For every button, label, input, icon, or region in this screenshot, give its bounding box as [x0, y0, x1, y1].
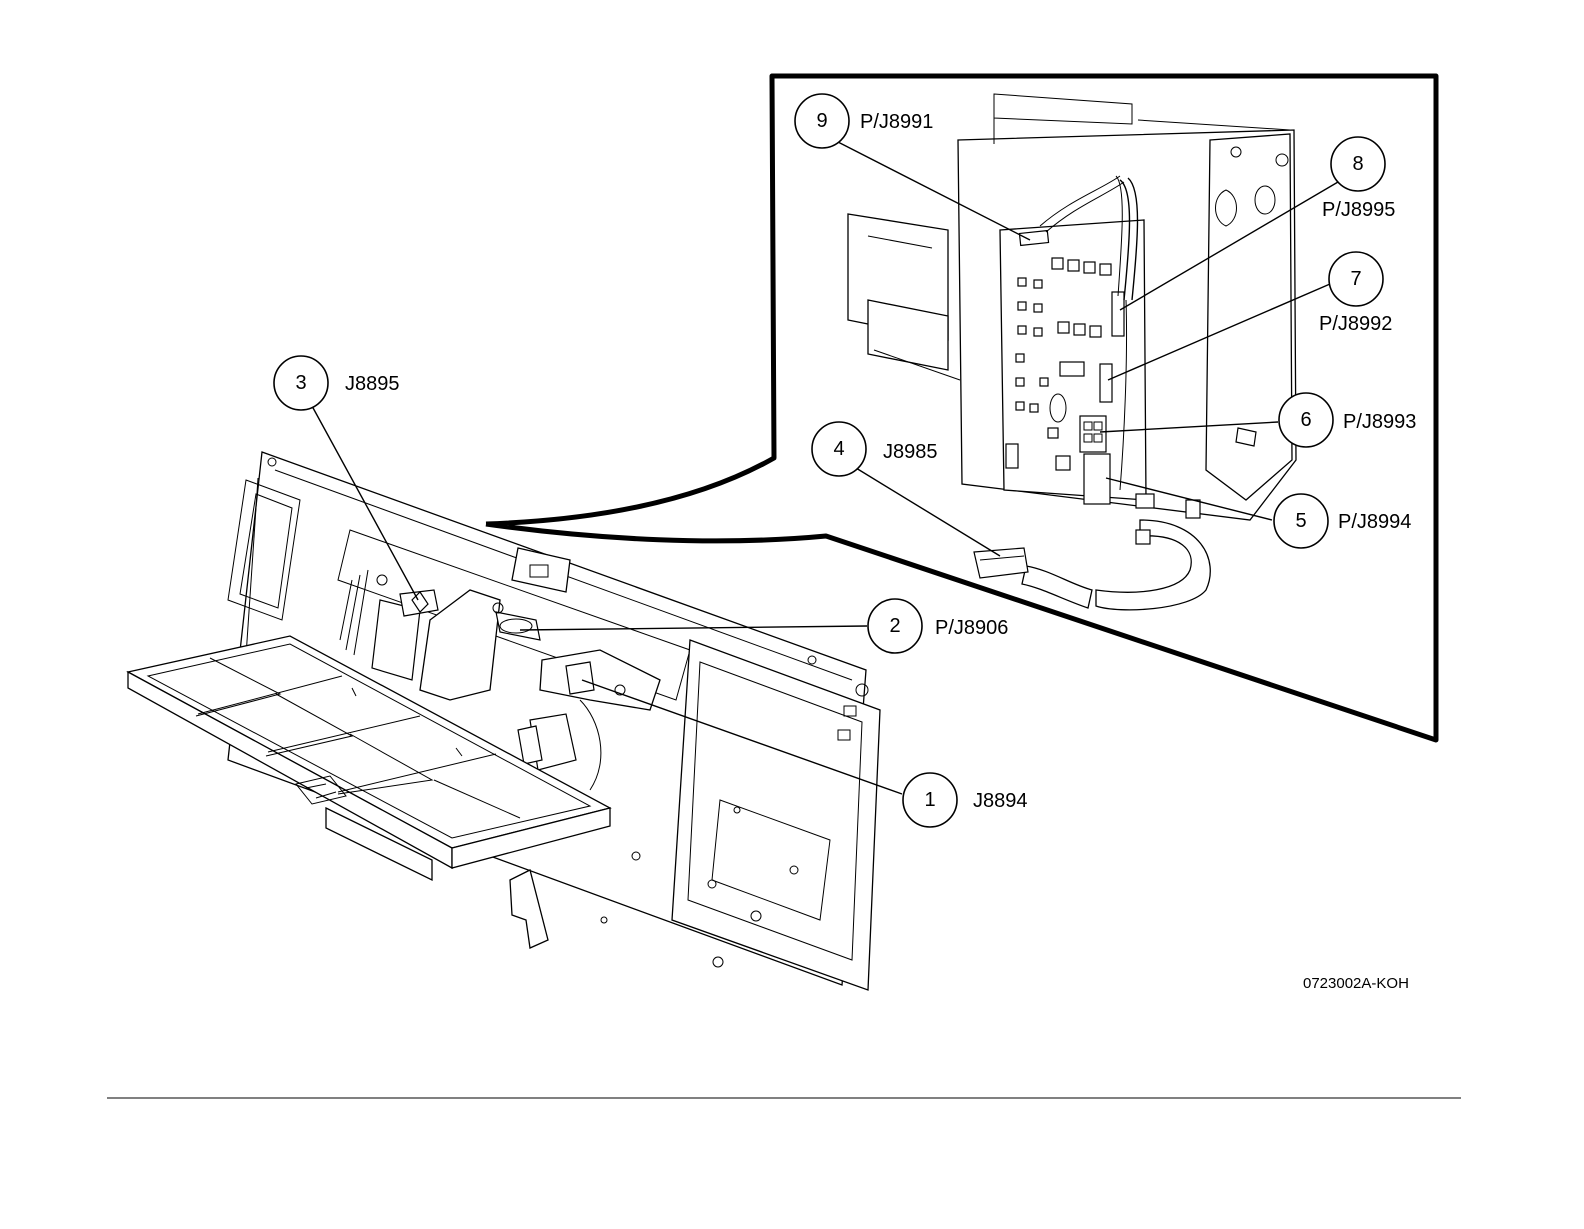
- callout-8-number: 8: [1352, 153, 1363, 175]
- callout-3-label: J8895: [345, 373, 400, 395]
- callout-1-number: 1: [924, 789, 935, 811]
- callout-9-label: P/J8991: [860, 111, 933, 133]
- control-board-detail: [848, 94, 1296, 610]
- callout-2-label: P/J8906: [935, 617, 1008, 639]
- callout-6-number: 6: [1300, 409, 1311, 431]
- callout-7: 7 P/J8992: [1319, 252, 1392, 335]
- callout-1-label: J8894: [973, 790, 1028, 812]
- callout-3: 3 J8895: [274, 356, 400, 410]
- callout-4-label: J8985: [883, 441, 938, 463]
- callout-5-label: P/J8994: [1338, 511, 1411, 533]
- callout-9-number: 9: [816, 110, 827, 132]
- callout-1: 1 J8894: [903, 773, 1028, 827]
- callout-2-number: 2: [889, 615, 900, 637]
- callout-9: 9 P/J8991: [795, 94, 933, 148]
- callout-7-label: P/J8992: [1319, 313, 1392, 335]
- callout-2: 2 P/J8906: [868, 599, 1008, 653]
- callout-6-label: P/J8993: [1343, 411, 1416, 433]
- callout-5-number: 5: [1295, 510, 1306, 532]
- callout-4-number: 4: [833, 438, 844, 460]
- callout-5: 5 P/J8994: [1274, 494, 1411, 548]
- callout-7-number: 7: [1350, 268, 1361, 290]
- figure-id: 0723002A-KOH: [1303, 975, 1409, 992]
- main-assembly-drawing: [128, 452, 880, 990]
- callout-6: 6 P/J8993: [1279, 393, 1416, 447]
- callout-4: 4 J8985: [812, 422, 938, 476]
- callout-8: 8 P/J8995: [1322, 137, 1395, 221]
- callout-3-number: 3: [295, 372, 306, 394]
- callout-8-label: P/J8995: [1322, 199, 1395, 221]
